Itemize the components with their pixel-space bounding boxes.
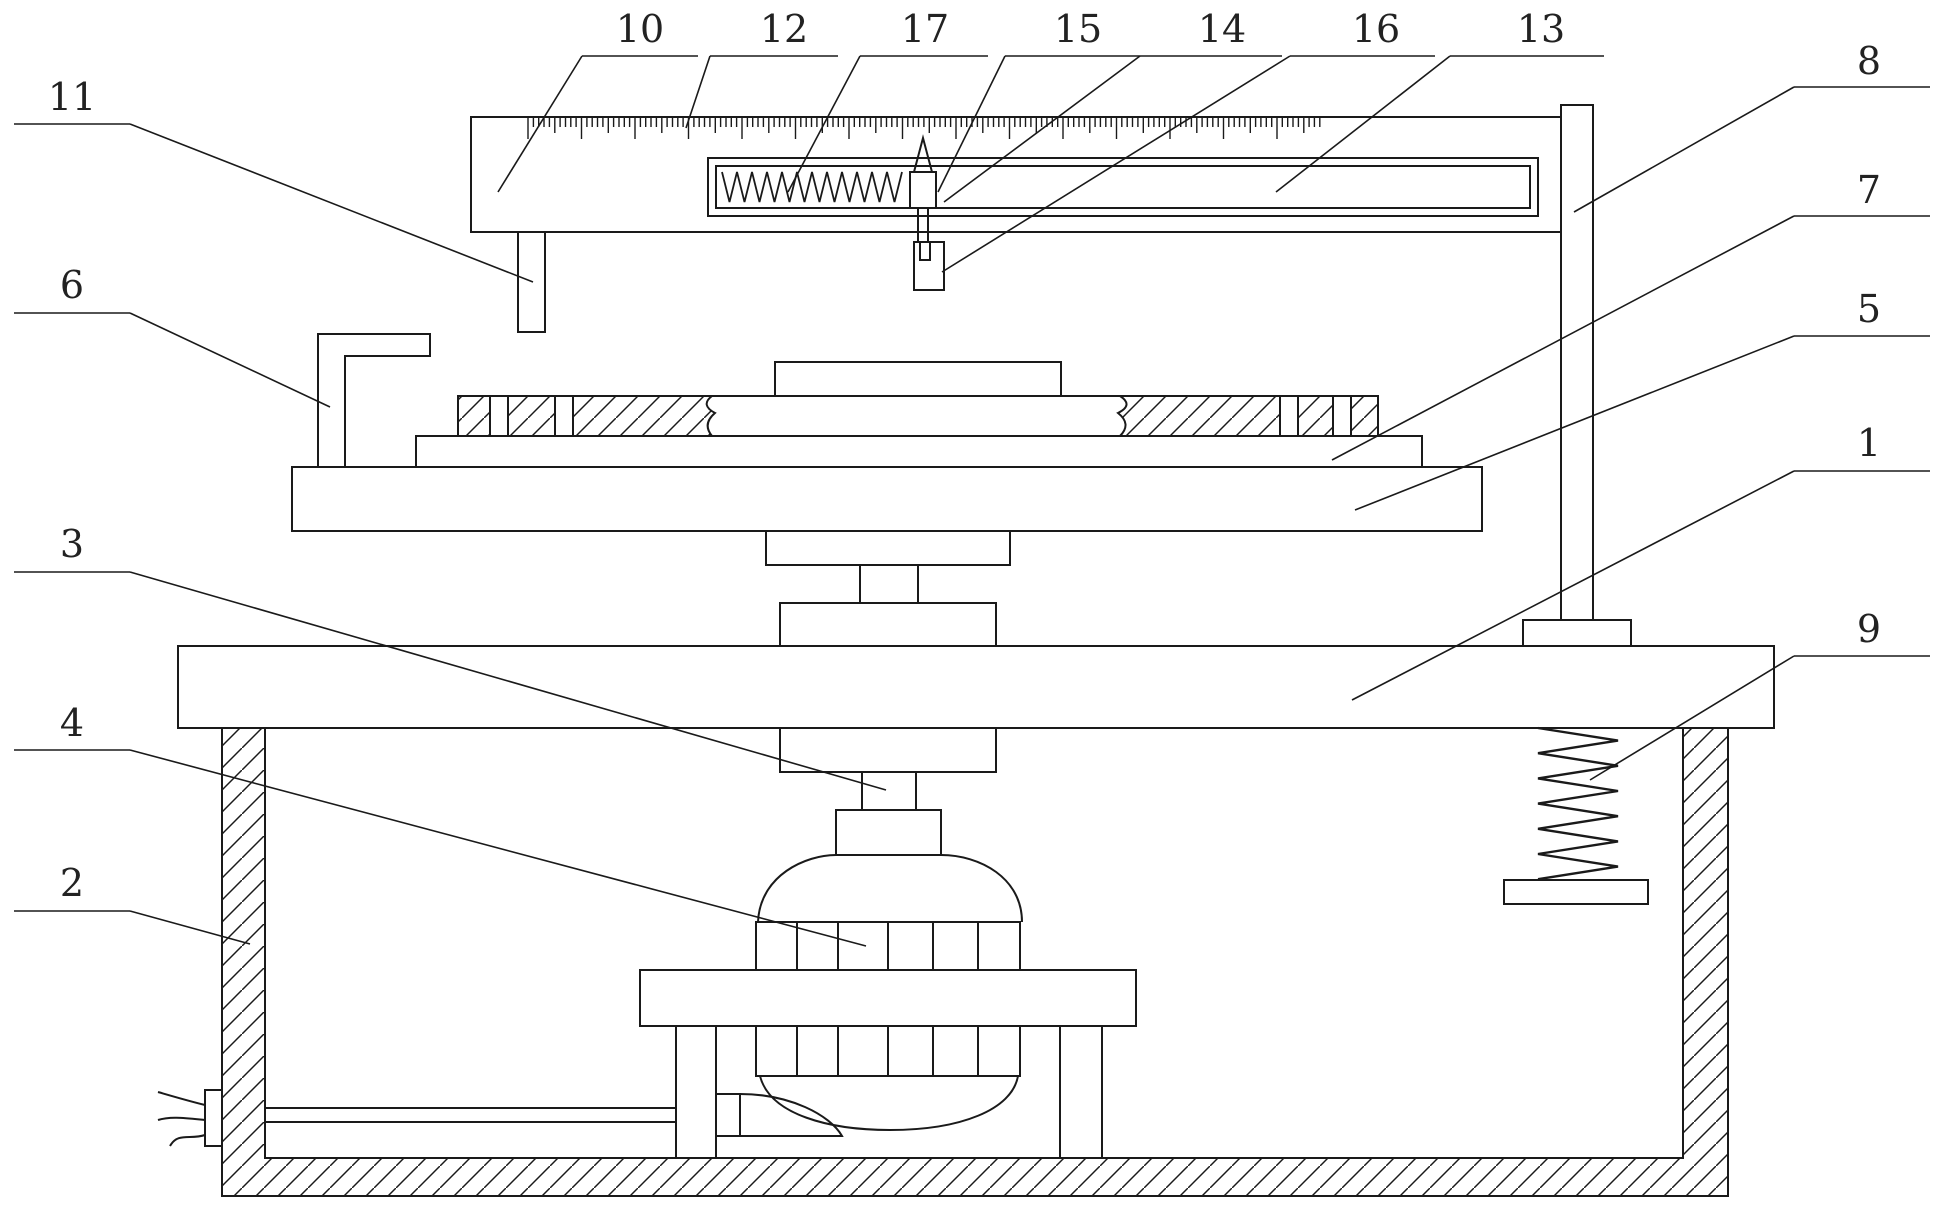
label-6: 6	[60, 263, 84, 307]
lower-bearing	[779, 727, 997, 773]
pointer-rod	[917, 207, 929, 243]
upper-hub	[765, 530, 1011, 566]
leader-lines	[14, 55, 1930, 947]
label-9: 9	[1857, 607, 1881, 651]
post-base-block	[1522, 619, 1632, 647]
lower-shaft	[861, 771, 917, 811]
slot-spring	[721, 171, 903, 203]
label-2: 2	[60, 861, 84, 905]
label-15: 15	[1054, 7, 1102, 51]
support-spring	[1537, 726, 1619, 881]
label-12: 12	[760, 7, 808, 51]
label-17: 17	[901, 7, 949, 51]
part-labels: 10 12 17 15 14 16 13 11 8 7 6 5 1 3 9 4 …	[48, 7, 1881, 905]
label-7: 7	[1857, 168, 1881, 212]
slider-block	[909, 171, 937, 209]
motor-neck	[835, 809, 942, 856]
label-8: 8	[1857, 39, 1881, 83]
label-11: 11	[48, 75, 96, 119]
slot-inner	[715, 165, 1531, 209]
label-14: 14	[1198, 7, 1246, 51]
motor	[639, 854, 1137, 1159]
base-plate	[177, 645, 1775, 729]
handle	[317, 333, 431, 467]
label-10: 10	[616, 7, 664, 51]
rotary-table	[291, 466, 1483, 532]
pointer-tip	[913, 134, 933, 173]
slot-frame	[707, 157, 1539, 217]
table-plate-7	[415, 435, 1423, 468]
upper-shaft	[859, 564, 919, 604]
ruler-arm	[470, 116, 1562, 233]
bearing-block	[779, 602, 997, 647]
label-13: 13	[1517, 7, 1565, 51]
label-5: 5	[1857, 287, 1881, 331]
label-16: 16	[1352, 7, 1400, 51]
probe-inner	[919, 241, 931, 261]
housing	[221, 727, 1729, 1197]
ruler-ticks	[527, 117, 1321, 139]
arm-leg	[517, 231, 546, 333]
workpiece	[457, 361, 1379, 437]
label-4: 4	[60, 701, 84, 745]
power-cable	[157, 1089, 844, 1147]
spring-foot	[1503, 879, 1649, 905]
label-1: 1	[1857, 421, 1881, 465]
upright-post	[1560, 104, 1594, 621]
label-3: 3	[60, 522, 84, 566]
